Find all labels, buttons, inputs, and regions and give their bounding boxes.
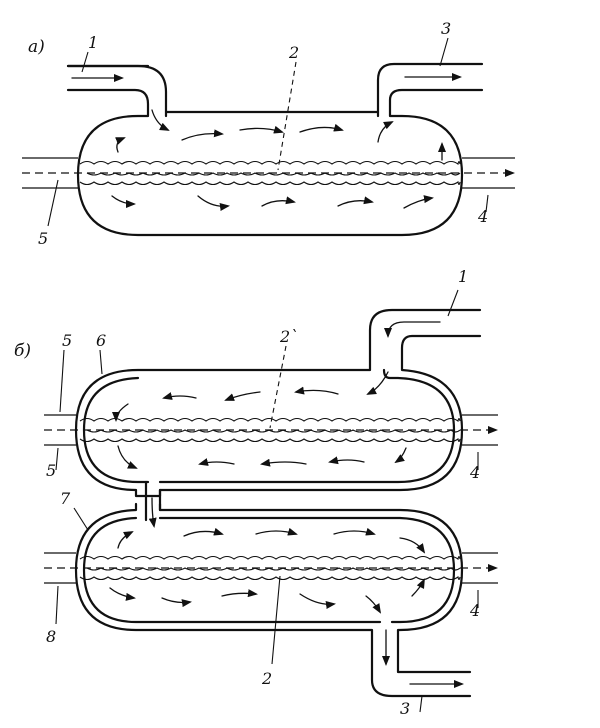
panel-a: а) bbox=[22, 19, 515, 248]
panel-b-upper-shell bbox=[74, 308, 482, 498]
callout-b-2: 2 bbox=[261, 669, 272, 688]
callout-b-6: 6 bbox=[96, 331, 106, 350]
callout-b-3: 3 bbox=[400, 699, 410, 718]
panel-b-inlet-arrow bbox=[384, 321, 441, 338]
panel-b-connector bbox=[144, 480, 162, 522]
callout-b-8: 8 bbox=[46, 627, 56, 646]
callout-b-5-bottom: 5 bbox=[46, 461, 56, 480]
callout-b-4-top: 4 bbox=[469, 463, 480, 482]
callout-b-2-prime: 2` bbox=[279, 327, 298, 346]
panel-a-label: а) bbox=[28, 37, 45, 57]
panel-b-upper-tube bbox=[44, 414, 498, 446]
panel-b-upper-flow-arrows bbox=[112, 371, 407, 469]
callout-a-3: 3 bbox=[441, 19, 451, 38]
panel-b-lower-tube bbox=[44, 552, 498, 584]
panel-b-label: б) bbox=[14, 341, 31, 361]
panel-b: б) bbox=[14, 267, 498, 718]
panel-a-shell bbox=[66, 64, 484, 237]
panel-a-flow-arrows bbox=[111, 109, 446, 211]
callout-a-5: 5 bbox=[38, 229, 48, 248]
callout-b-1: 1 bbox=[458, 267, 468, 286]
callout-b-7: 7 bbox=[60, 489, 71, 508]
panel-b-upper-inner-wall bbox=[82, 368, 456, 484]
callout-b-4-bottom: 4 bbox=[469, 601, 480, 620]
panel-b-lower-flow-arrows bbox=[109, 497, 426, 614]
panel-a-product-tube bbox=[22, 157, 515, 189]
callout-a-1: 1 bbox=[88, 33, 98, 52]
callout-a-4: 4 bbox=[477, 207, 488, 226]
callout-a-2: 2 bbox=[288, 43, 299, 62]
callout-b-5-top: 5 bbox=[62, 331, 72, 350]
panel-a-inner-wall bbox=[164, 110, 380, 118]
panel-a-inlet-pipe bbox=[66, 62, 484, 114]
panel-b-lower-shell bbox=[74, 502, 472, 698]
